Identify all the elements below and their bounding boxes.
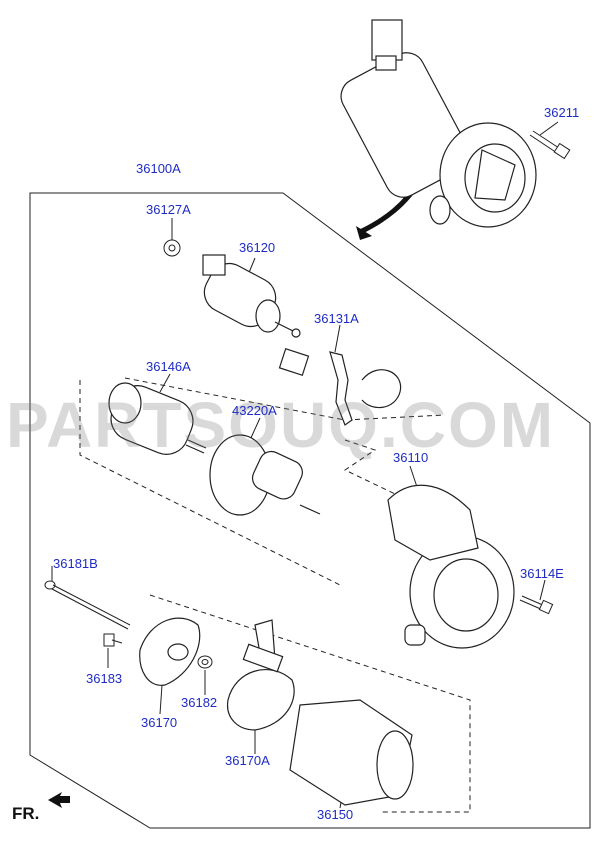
label-36114E[interactable]: 36114E (520, 566, 564, 581)
bushing-36182 (197, 655, 213, 669)
assembly-outline (29, 192, 591, 829)
leader-36114E (539, 579, 546, 601)
label-36146A[interactable]: 36146A (146, 359, 191, 374)
label-36182[interactable]: 36182 (181, 695, 218, 710)
label-36211[interactable]: 36211 (544, 105, 580, 120)
leader-43220A (249, 417, 261, 441)
brush-holder-36170A (227, 619, 295, 731)
screw-36183 (103, 633, 123, 647)
end-plate-36170 (139, 617, 201, 686)
label-36131A[interactable]: 36131A (314, 311, 359, 326)
leader-36170 (159, 684, 163, 715)
through-bolt-36181B (44, 580, 131, 630)
armature-36146A (108, 382, 207, 455)
label-36181B[interactable]: 36181B (53, 556, 98, 571)
assembly-arrow-head (356, 226, 372, 240)
guide-line-housing (343, 439, 461, 526)
label-36127A[interactable]: 36127A (146, 202, 191, 217)
leader-36146A (159, 373, 171, 393)
label-36120[interactable]: 36120 (239, 240, 276, 255)
leader-36211 (539, 121, 559, 136)
front-direction-label: FR. (12, 804, 40, 823)
label-36110[interactable]: 36110 (393, 450, 429, 465)
label-36170A[interactable]: 36170A (225, 753, 270, 768)
solenoid-36120 (202, 254, 301, 338)
housing-36110 (387, 484, 515, 649)
label-36100A[interactable]: 36100A (136, 161, 181, 176)
label-43220A[interactable]: 43220A (232, 403, 277, 418)
guide-line-lower (124, 377, 446, 421)
lever-36131A (278, 348, 402, 426)
pinion-43220A (209, 434, 321, 516)
leader-36131A (334, 324, 341, 353)
starter-motor-complete (340, 19, 537, 228)
yoke-36150 (289, 699, 414, 806)
bolt-36211 (529, 130, 571, 160)
guide-line-upper (79, 380, 341, 586)
nut-36127A (163, 239, 181, 257)
bolt-36114E (519, 595, 554, 615)
label-36170[interactable]: 36170 (141, 715, 178, 730)
label-36150[interactable]: 36150 (317, 807, 354, 822)
label-36183[interactable]: 36183 (86, 671, 123, 686)
front-arrow-icon (48, 792, 70, 808)
